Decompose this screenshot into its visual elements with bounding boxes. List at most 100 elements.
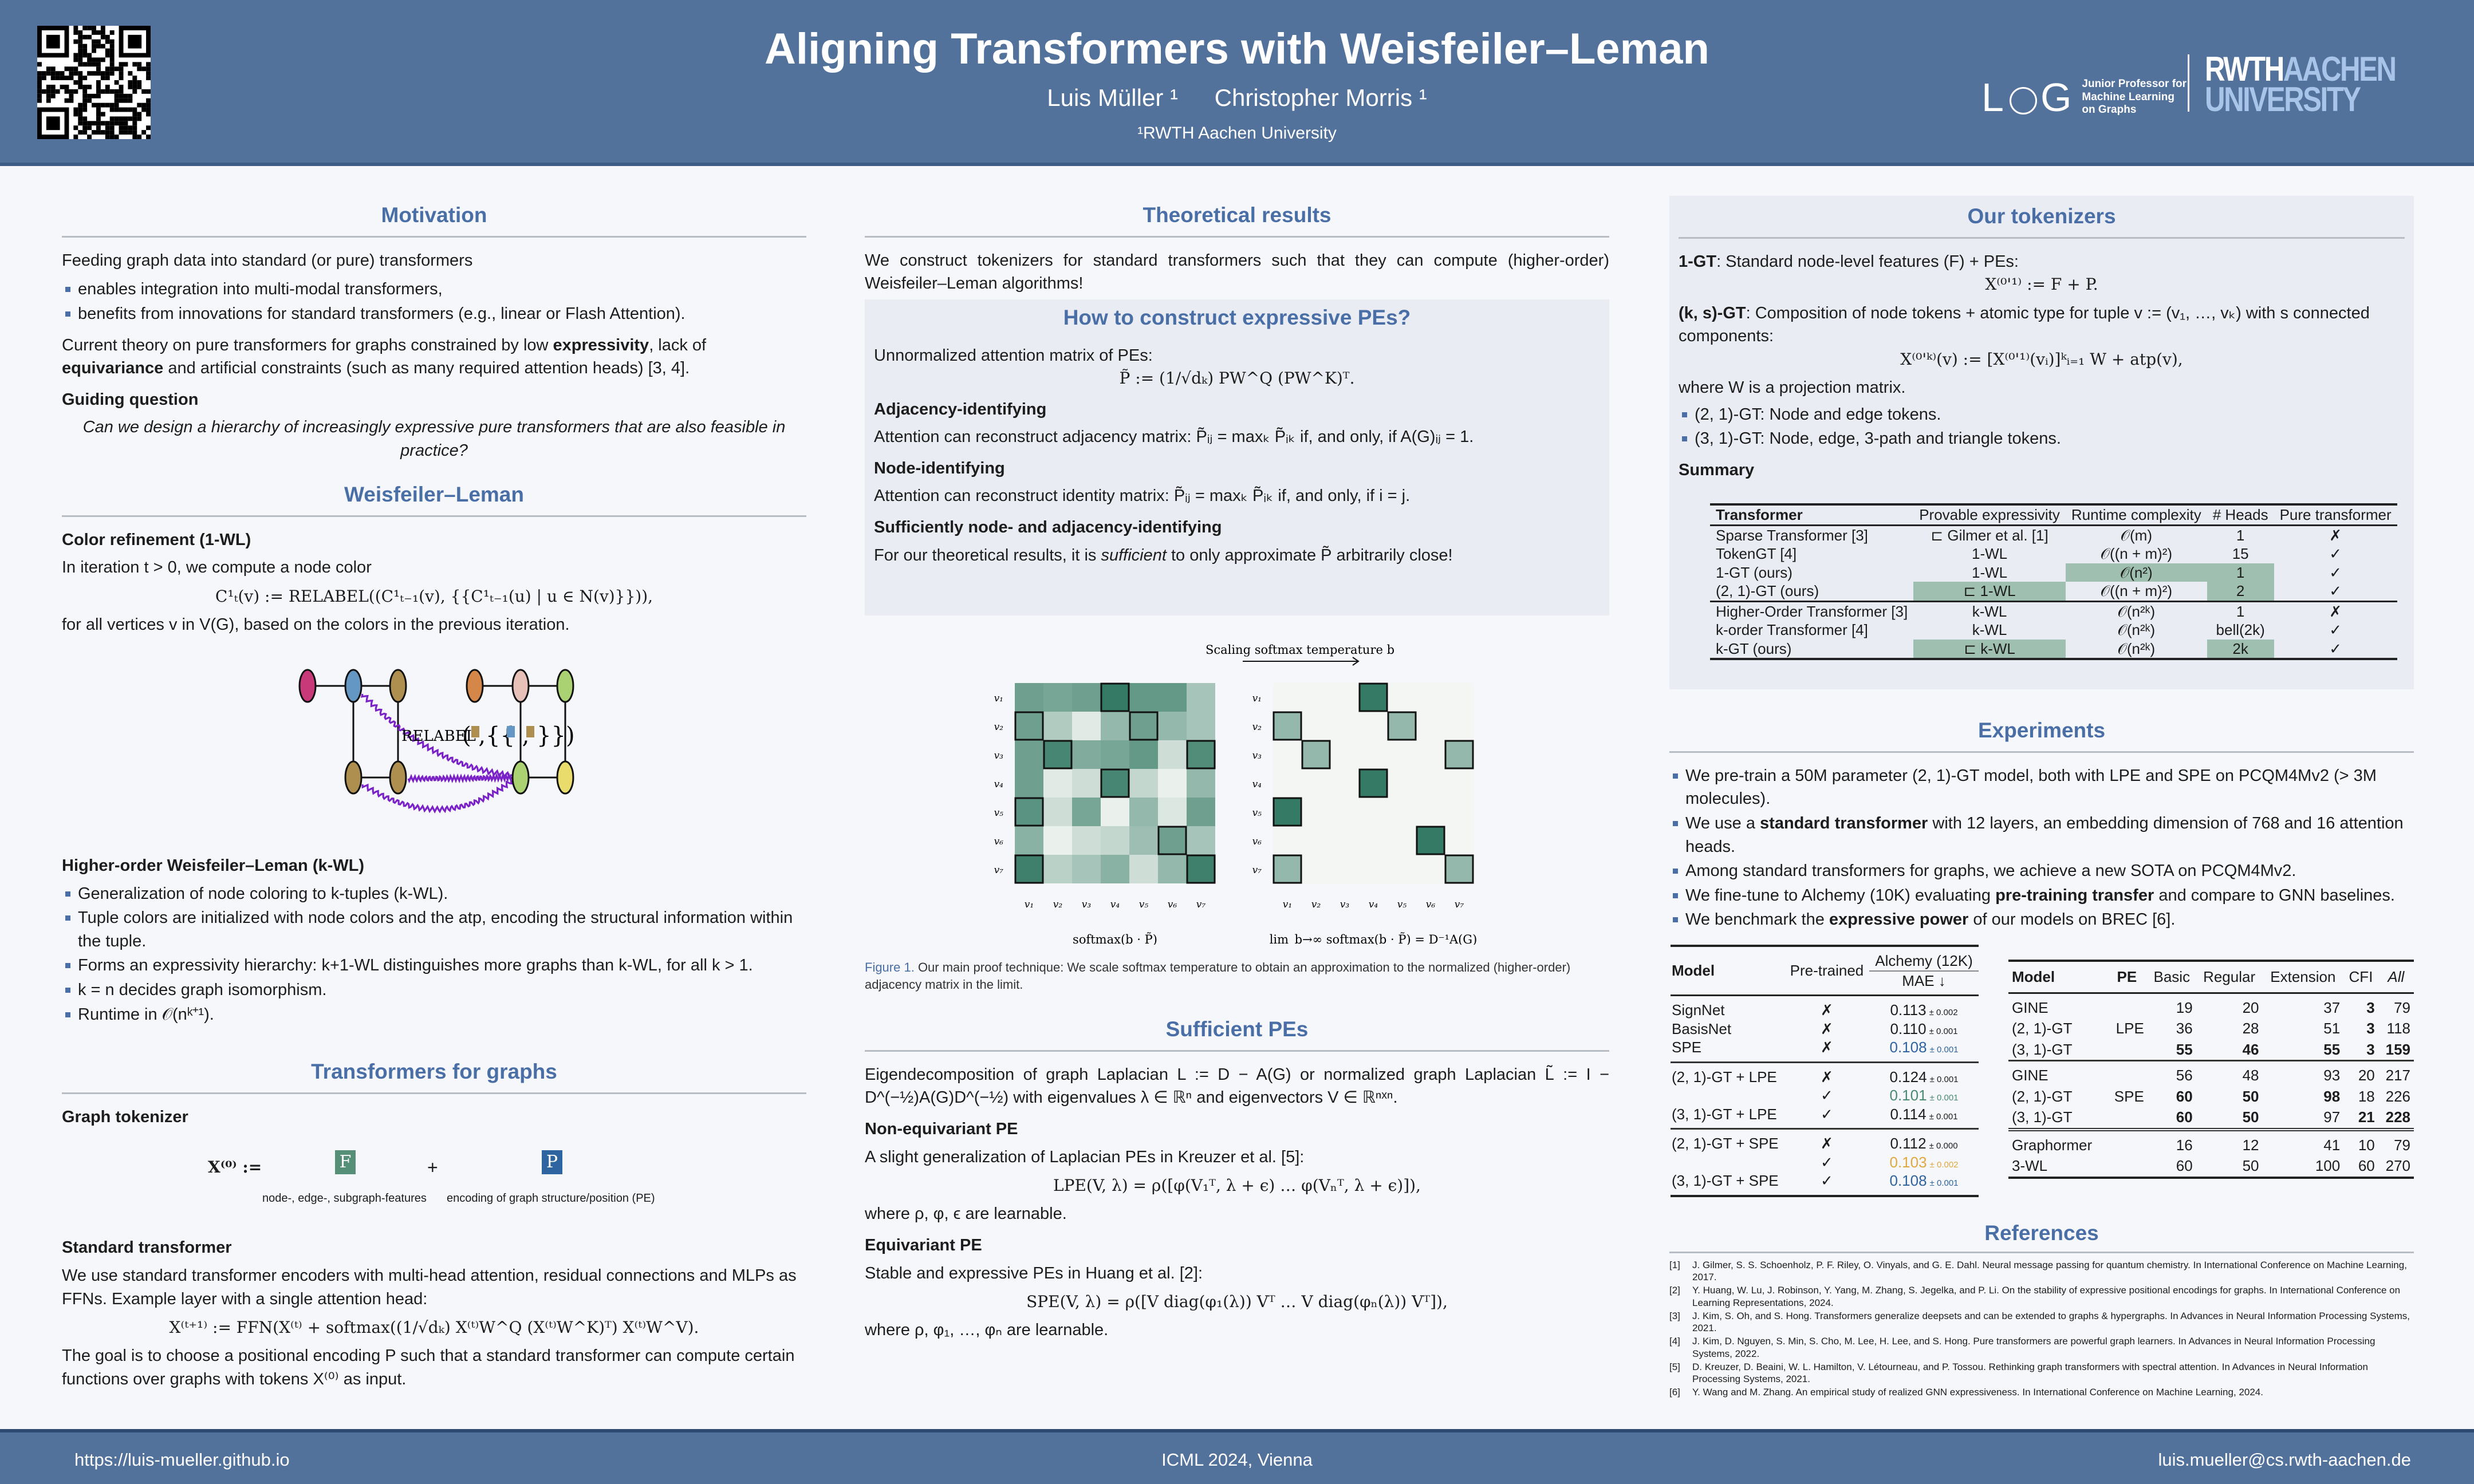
poster-title: Aligning Transformers with Weisfeiler–Le… xyxy=(765,25,1709,73)
left-heatmap-cell xyxy=(1101,798,1129,826)
bold-text: equivariance xyxy=(62,359,164,378)
text: : Standard node-level features (F) + PEs… xyxy=(1716,252,2019,271)
right-heatmap-cell xyxy=(1302,740,1330,769)
right-heatmap-cell xyxy=(1359,855,1388,883)
pretrained-mark: ✓ xyxy=(1821,1087,1833,1104)
table-cell: 𝒪(n²ᵏ) xyxy=(2117,621,2156,639)
table-cell: 1 xyxy=(2236,526,2245,544)
table-cell: 36 xyxy=(2176,1020,2193,1037)
text: Current theory on pure transformers for … xyxy=(62,336,553,354)
mae-cell: 0.101± 0.001 xyxy=(1869,1086,1979,1105)
pretrained-mark: ✗ xyxy=(1821,1135,1833,1152)
column-middle: Theoretical results We construct tokeniz… xyxy=(865,0,1609,1426)
table-cell: 50 xyxy=(2242,1157,2259,1174)
table-cell: GINE xyxy=(2012,998,2048,1016)
row-label: v₂ xyxy=(1252,721,1262,733)
column-right: Our tokenizers 1-GT: Standard node-level… xyxy=(1669,0,2414,1426)
right-heatmap-cell xyxy=(1302,712,1330,740)
left-heatmap-cell xyxy=(1129,826,1158,855)
graph-node xyxy=(344,760,363,795)
section-sufficient-pes: Sufficient PEs Eigendecomposition of gra… xyxy=(865,1015,1609,1348)
reference-list: [1]J. Gilmer, S. S. Schoenholz, P. F. Ri… xyxy=(1669,1259,2414,1399)
column-header: Model xyxy=(1672,962,1715,980)
model-name xyxy=(1671,1086,1784,1105)
subheading: Sufficiently node- and adjacency-identif… xyxy=(874,518,1222,536)
paragraph: Unnormalized attention matrix of PEs: xyxy=(874,346,1153,365)
table-cell: 1-WL xyxy=(1971,545,2008,563)
bullet-list: (2, 1)-GT: Node and edge tokens.(3, 1)-G… xyxy=(1679,403,2405,451)
subheading: Adjacency-identifying xyxy=(874,400,1047,419)
mae-cell: 0.108± 0.001 xyxy=(1869,1038,1979,1062)
table-cell: 2k xyxy=(2207,639,2274,660)
left-heatmap-cell xyxy=(1015,855,1043,883)
table-cell: 48 xyxy=(2242,1067,2259,1084)
mae-cell: 0.110± 0.001 xyxy=(1869,1020,1979,1039)
mae-std: ± 0.002 xyxy=(1929,1159,1959,1170)
table-cell: ✓ xyxy=(2329,563,2342,581)
table-cell: ✓ xyxy=(2329,545,2342,563)
figure-label: Figure 1. xyxy=(865,960,915,974)
left-heatmap-cell xyxy=(1101,826,1129,855)
right-heatmap-cell xyxy=(1302,826,1330,855)
left-heatmap-cell xyxy=(1101,712,1129,740)
table-cell: 𝒪(n²ᵏ) xyxy=(2117,602,2156,620)
right-adjacency-outline xyxy=(1444,740,1474,769)
text: to only approximate P̃ arbitrarily close… xyxy=(1166,546,1453,565)
right-heatmap-cell xyxy=(1273,769,1302,798)
left-adjacency-outline xyxy=(1014,797,1044,827)
subheading: Node-identifying xyxy=(874,459,1005,477)
pe-token-icon: P xyxy=(542,1150,562,1175)
right-heatmap-cell xyxy=(1416,855,1445,883)
qr-code[interactable] xyxy=(37,26,151,139)
row-label: v₄ xyxy=(1252,779,1262,790)
reference-text: J. Kim, D. Nguyen, S. Min, S. Cho, M. Le… xyxy=(1692,1336,2375,1359)
color-swatch xyxy=(471,726,479,737)
paragraph: Attention can reconstruct adjacency matr… xyxy=(874,428,1474,447)
tokenizer-name: (k, s)-GT xyxy=(1679,303,1746,322)
right-heatmap-cell xyxy=(1273,683,1302,712)
figure-caption: Figure 1. Our main proof technique: We s… xyxy=(865,959,1609,993)
mae-std: ± 0.001 xyxy=(1929,1093,1959,1103)
table-row: SPE✗0.108± 0.001 xyxy=(1671,1038,1979,1062)
left-heatmap-cell xyxy=(1101,683,1129,712)
right-adjacency-outline xyxy=(1301,740,1331,769)
arrow-head-icon xyxy=(1352,657,1360,666)
table-cell: 𝒪((n + m)²) xyxy=(2100,545,2173,563)
table-cell: 3 xyxy=(2366,1040,2375,1058)
mae-value: 0.110 xyxy=(1890,1020,1927,1037)
left-heatmap-cell xyxy=(1187,712,1215,740)
reference-number: [3] xyxy=(1669,1310,1680,1321)
paragraph: for all vertices v in V(G), based on the… xyxy=(62,615,570,634)
model-name: SignNet xyxy=(1672,1001,1725,1019)
email-link[interactable]: luis.mueller@cs.rwth-aachen.de xyxy=(2158,1450,2411,1470)
table-cell: 15 xyxy=(2232,545,2249,563)
right-heatmap-cell xyxy=(1359,712,1388,740)
left-heatmap-cell xyxy=(1101,769,1129,798)
table-cell: 𝒪(m) xyxy=(2120,526,2152,544)
pretrained-mark: ✓ xyxy=(1821,1153,1833,1171)
mae-value: 0.112 xyxy=(1890,1135,1927,1152)
table-cell: Higher-Order Transformer [3] xyxy=(1716,602,1908,620)
table-cell: 79 xyxy=(2394,998,2410,1016)
text: of our models on BREC [6]. xyxy=(1968,910,2176,929)
column-label: v₇ xyxy=(1196,899,1206,910)
color-swatch xyxy=(507,726,515,737)
website-link[interactable]: https://luis-mueller.github.io xyxy=(74,1450,290,1470)
message-arrow xyxy=(407,772,513,784)
left-adjacency-outline xyxy=(1157,826,1187,855)
reference-text: J. Kim, S. Oh, and S. Hong. Transformers… xyxy=(1692,1310,2410,1334)
column-left: Motivation Feeding graph data into stand… xyxy=(62,0,806,1426)
left-heatmap-cell xyxy=(1129,683,1158,712)
graph-node xyxy=(556,760,574,795)
feature-caption: node-, edge-, subgraph-features xyxy=(262,1192,427,1205)
table-cell xyxy=(2106,993,2148,1018)
venue: ICML 2024, Vienna xyxy=(1161,1450,1313,1470)
right-heatmap-cell xyxy=(1273,740,1302,769)
table-cell: ⊏ 1-WL xyxy=(1913,582,2066,602)
